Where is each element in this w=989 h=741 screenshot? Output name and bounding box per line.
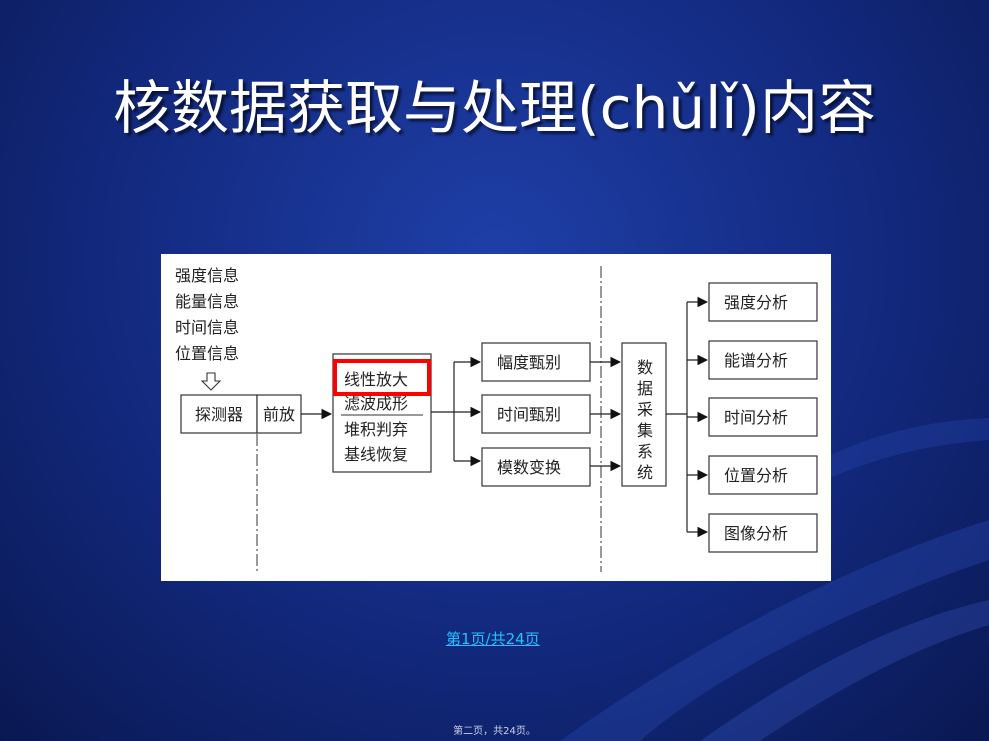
processing-pileup-reject: 堆积判弃 <box>344 420 408 439</box>
processing-linear-amp: 线性放大 <box>344 370 408 389</box>
input-energy: 能量信息 <box>175 292 239 311</box>
page-footer: 第二页，共24页。 <box>453 726 536 737</box>
daq-box <box>621 342 667 487</box>
timing-discriminator-label: 时间甄别 <box>497 405 561 424</box>
detector-label: 探测器 <box>195 405 243 424</box>
processing-box <box>332 353 432 473</box>
spectrum-analysis-box <box>708 340 818 380</box>
input-position: 位置信息 <box>175 344 239 363</box>
timing-discriminator-box <box>481 394 591 434</box>
strength-analysis-label: 强度分析 <box>724 293 788 312</box>
input-time: 时间信息 <box>175 318 239 337</box>
input-strength: 强度信息 <box>175 266 239 285</box>
page-counter-link[interactable]: 第1页/共24页 <box>446 630 540 648</box>
image-analysis-label: 图像分析 <box>724 524 788 543</box>
slide-title: 核数据获取与处理(chǔlǐ)内容 <box>113 74 876 142</box>
hollow-down-arrow-icon <box>200 372 222 391</box>
position-analysis-box <box>708 455 818 495</box>
processing-baseline-restore: 基线恢复 <box>344 445 408 464</box>
strength-analysis-box <box>708 282 818 322</box>
detector-box <box>180 394 258 434</box>
processing-filter-shaping: 滤波成形 <box>344 394 408 413</box>
daq-label: 数 据 采 集 系 统 <box>637 358 658 482</box>
adc-label: 模数变换 <box>497 458 561 477</box>
preamp-box <box>256 394 302 434</box>
image-analysis-box <box>708 513 818 553</box>
highlight-frame <box>333 359 431 396</box>
spectrum-analysis-label: 能谱分析 <box>724 351 788 370</box>
time-analysis-box <box>708 397 818 437</box>
amplitude-discriminator-label: 幅度甄别 <box>497 353 561 372</box>
preamp-label: 前放 <box>263 405 295 424</box>
time-analysis-label: 时间分析 <box>724 408 788 427</box>
signal-chain-diagram: 强度信息 能量信息 时间信息 位置信息 探测器 前放 线性放大 滤波成形 堆积判… <box>161 254 831 581</box>
adc-box <box>481 447 591 487</box>
position-analysis-label: 位置分析 <box>724 466 788 485</box>
amplitude-discriminator-box <box>481 342 591 382</box>
